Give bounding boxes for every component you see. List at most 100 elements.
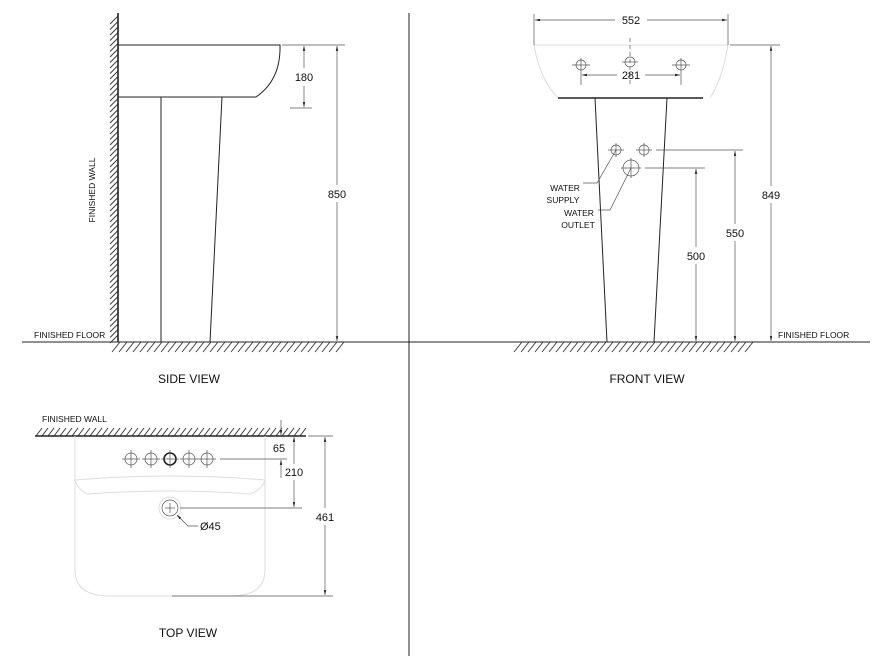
- top-view: FINISHED WALL 65 210 Ø45 461 TOP VIEW: [35, 414, 334, 640]
- hatch-stroke: [109, 26, 119, 36]
- hatch-stroke: [132, 341, 142, 353]
- hatch-stroke: [109, 70, 119, 80]
- hatch-stroke: [251, 341, 261, 353]
- hatch-stroke: [77, 427, 85, 437]
- dim-basin-depth: 180: [295, 72, 313, 84]
- hatch-stroke: [109, 43, 119, 52]
- hatch-stroke: [667, 341, 677, 353]
- hatch-stroke: [109, 208, 119, 217]
- dim-width: 552: [622, 15, 640, 27]
- hatch-stroke: [109, 103, 119, 113]
- hatch-stroke: [109, 230, 119, 239]
- hatch-stroke: [281, 427, 289, 437]
- hatch-stroke: [109, 290, 119, 300]
- hatch-stroke: [583, 341, 593, 353]
- hatch-stroke: [272, 341, 282, 353]
- hatch-stroke: [618, 341, 628, 353]
- hatch-stroke: [139, 341, 149, 353]
- hatch-stroke: [109, 76, 119, 85]
- hatch-stroke: [109, 136, 119, 146]
- wall-hatch: [109, 15, 119, 344]
- hatch-stroke: [109, 54, 119, 63]
- dim-outlet-height: 500: [687, 251, 705, 263]
- hatch-stroke: [109, 235, 119, 245]
- hatch-stroke: [730, 341, 740, 353]
- hatch-stroke: [109, 175, 119, 184]
- hatch-stroke: [109, 224, 119, 234]
- finished-wall-label: FINISHED WALL: [42, 414, 107, 424]
- hatch-stroke: [293, 341, 303, 353]
- hatch-stroke: [233, 427, 241, 437]
- hatch-stroke: [109, 329, 119, 338]
- hatch-stroke: [109, 147, 119, 157]
- finished-wall-label: FINISHED WALL: [87, 157, 97, 222]
- dim-supply-height: 550: [726, 228, 744, 240]
- dim-drain-diameter: Ø45: [200, 521, 221, 533]
- dim-depth: 461: [316, 512, 334, 524]
- hatch-stroke: [109, 301, 119, 311]
- hatch-stroke: [251, 427, 259, 437]
- dim-height: 850: [328, 189, 346, 201]
- hatch-stroke: [258, 341, 268, 353]
- tap-hole-icon: [672, 58, 690, 85]
- hatch-stroke: [167, 427, 175, 437]
- hatch-stroke: [109, 169, 119, 179]
- hatch-stroke: [695, 341, 705, 353]
- hatch-stroke: [109, 268, 119, 278]
- hatch-stroke: [265, 341, 275, 353]
- leader-line: [583, 149, 617, 184]
- side-view-title: SIDE VIEW: [158, 372, 221, 386]
- hatch-stroke: [109, 191, 119, 201]
- hatch-stroke: [513, 341, 523, 353]
- hatch-stroke: [653, 341, 663, 353]
- hatch-stroke: [611, 341, 621, 353]
- hatch-stroke: [109, 219, 119, 228]
- hatch-stroke: [173, 427, 181, 437]
- hatch-stroke: [149, 427, 157, 437]
- finished-floor-label: FINISHED FLOOR: [34, 330, 105, 340]
- hatch-stroke: [109, 98, 119, 107]
- hatch-stroke: [109, 274, 119, 283]
- hatch-stroke: [185, 427, 193, 437]
- hatch-stroke: [293, 427, 301, 437]
- hatch-stroke: [109, 202, 119, 212]
- top-view-title: TOP VIEW: [159, 626, 218, 640]
- hatch-stroke: [109, 32, 119, 41]
- pedestal-left: [594, 97, 608, 343]
- basin-front-outline: [533, 44, 729, 99]
- hatch-stroke: [590, 341, 600, 353]
- hatch-stroke: [109, 81, 119, 91]
- hatch-stroke: [203, 427, 211, 437]
- hatch-stroke: [221, 427, 229, 437]
- hatch-stroke: [576, 341, 586, 353]
- hatch-stroke: [534, 341, 544, 353]
- hatch-stroke: [109, 92, 119, 102]
- hatch-stroke: [216, 341, 226, 353]
- hatch-stroke: [109, 48, 119, 58]
- hatch-stroke: [269, 427, 277, 437]
- hatch-stroke: [109, 246, 119, 256]
- leader-line: [176, 514, 198, 527]
- front-view-title: FRONT VIEW: [609, 372, 685, 386]
- leader-line: [598, 167, 632, 211]
- hatch-stroke: [109, 323, 119, 333]
- hatch-stroke: [65, 427, 73, 437]
- hatch-stroke: [109, 120, 119, 129]
- hatch-stroke: [109, 158, 119, 168]
- hatch-stroke: [335, 341, 345, 353]
- hatch-stroke: [328, 341, 338, 353]
- hatch-stroke: [639, 341, 649, 353]
- hatch-stroke: [109, 263, 119, 272]
- hatch-stroke: [191, 427, 199, 437]
- hatch-stroke: [35, 427, 43, 437]
- dim-tap-spacing: 281: [622, 70, 640, 82]
- hatch-stroke: [47, 427, 55, 437]
- hatch-stroke: [101, 427, 109, 437]
- hatch-stroke: [109, 15, 119, 25]
- hatch-stroke: [245, 427, 253, 437]
- hatch-stroke: [109, 37, 119, 47]
- hatch-stroke: [109, 307, 119, 316]
- hatch-stroke: [109, 125, 119, 135]
- water-outlet-label: WATER: [564, 208, 594, 218]
- basin-side-profile: [118, 44, 281, 98]
